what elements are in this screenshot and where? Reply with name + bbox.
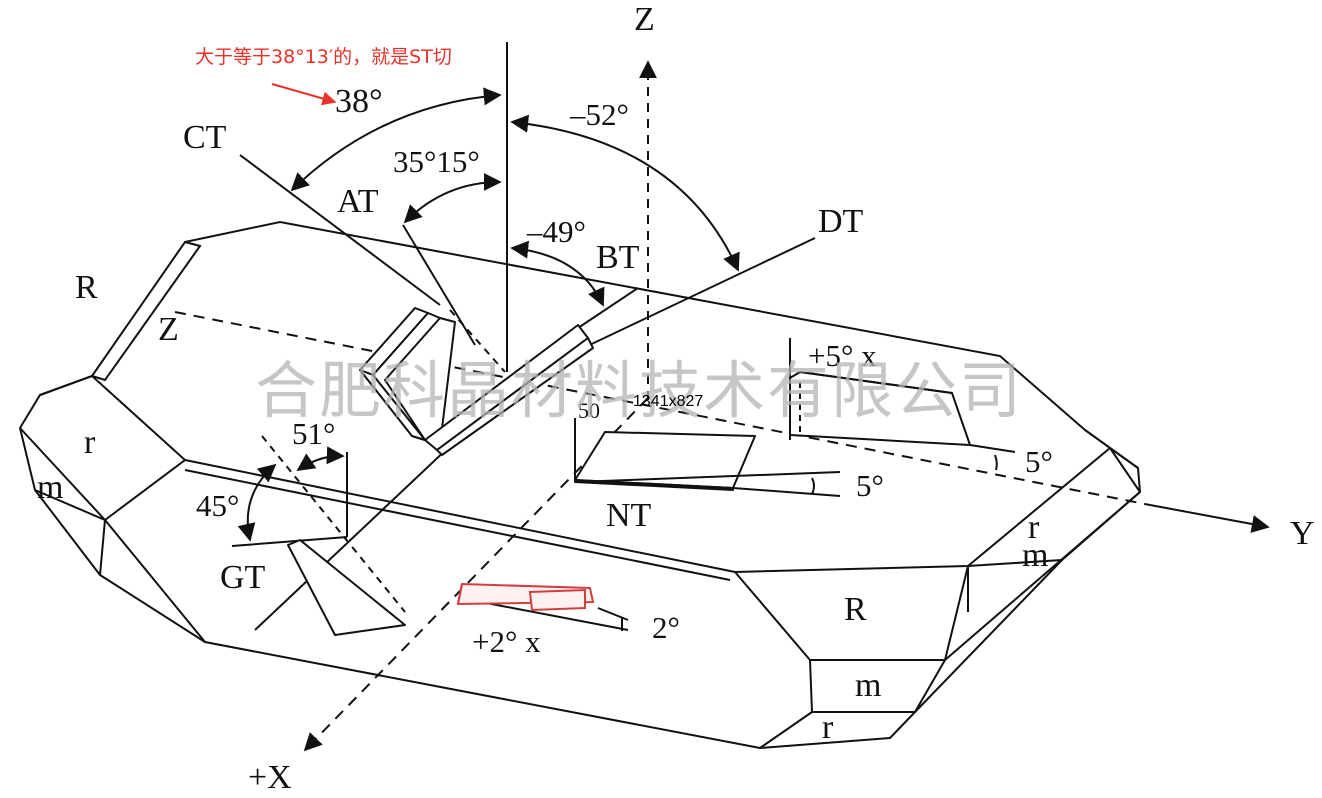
annotation-arrow xyxy=(271,83,337,106)
angle-51: 51° xyxy=(292,416,335,451)
at-label: AT xyxy=(337,183,379,220)
arc-neg49 xyxy=(510,240,605,307)
face-r-mid: R xyxy=(844,591,867,628)
y-axis xyxy=(1149,504,1270,533)
arc-38 xyxy=(290,87,502,192)
ct-line xyxy=(239,154,441,306)
y-axis-label: Y xyxy=(1290,515,1315,552)
crystal-body xyxy=(18,220,1142,750)
face-r-right: r xyxy=(1028,509,1040,546)
arc-51 xyxy=(296,446,345,472)
y-axis-dashed xyxy=(174,311,1151,506)
angle-45: 45° xyxy=(196,488,239,523)
gt-baseline xyxy=(231,536,348,547)
angle-5-plate: 5° xyxy=(1025,444,1053,479)
at-dashed xyxy=(449,309,506,373)
gt-label: GT xyxy=(220,559,266,596)
angle-arcs xyxy=(237,87,740,542)
size-tooltip: 1341x827 xyxy=(633,393,703,410)
bt-label: BT xyxy=(596,239,640,276)
dt-label: DT xyxy=(818,203,864,240)
arc-neg52 xyxy=(510,114,740,272)
z-in-plane-label: Z xyxy=(158,311,179,348)
angle-50-label: 50 xyxy=(578,398,600,423)
watermark: 合肥科晶材料技术有限公司 xyxy=(255,354,1023,427)
annotation-text: 大于等于38°13′的，就是ST切 xyxy=(195,46,452,68)
arc-35-15 xyxy=(403,173,502,224)
angle-38: 38° xyxy=(335,83,383,120)
face-r-bottom: r xyxy=(822,709,834,746)
ct-label: CT xyxy=(183,119,227,156)
highlighted-plate xyxy=(456,582,595,612)
cut-plates xyxy=(287,307,971,636)
face-m-mid: m xyxy=(855,667,881,704)
arc-45 xyxy=(237,463,277,542)
plus5x-label: +5° x xyxy=(808,338,877,373)
plus2x-label: +2° x xyxy=(472,624,541,659)
gt-dashed xyxy=(261,435,406,613)
angle-35-15: 35°15° xyxy=(393,144,480,179)
gt-plate xyxy=(287,539,406,636)
plate-reference-lines xyxy=(459,338,1016,631)
angle-neg52: –52° xyxy=(569,97,629,132)
labels: 大于等于38°13′的，就是ST切 Z Y +X Z CT AT BT DT N… xyxy=(37,1,1315,796)
angle-neg49: –49° xyxy=(526,214,586,249)
face-r-left: r xyxy=(84,424,96,461)
angle-2: 2° xyxy=(652,610,680,645)
face-m-left: m xyxy=(37,469,63,506)
angle-5-nt: 5° xyxy=(856,468,884,503)
x-axis-label: +X xyxy=(248,759,292,796)
face-r-top-left: R xyxy=(75,269,98,306)
nt-label: NT xyxy=(606,497,652,534)
face-m-right: m xyxy=(1022,537,1048,574)
z-axis-label: Z xyxy=(634,1,655,38)
